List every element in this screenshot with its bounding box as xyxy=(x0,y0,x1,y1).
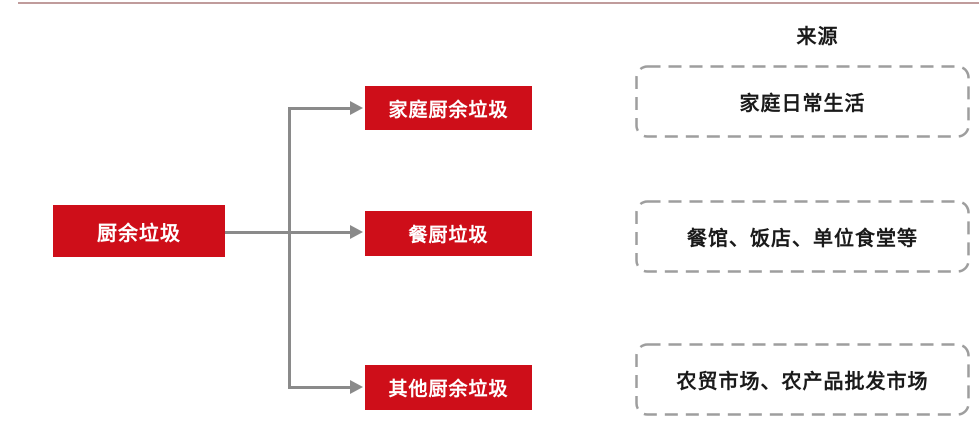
source-box-label: 餐馆、饭店、单位食堂等 xyxy=(687,228,918,250)
branch-node-other-kitchen-waste: 其他厨余垃圾 xyxy=(365,365,532,410)
dashed-border xyxy=(635,343,970,416)
branch-node-label: 餐厨垃圾 xyxy=(408,225,489,246)
branch-node-restaurant-kitchen-waste: 餐厨垃圾 xyxy=(365,211,532,256)
top-accent-line xyxy=(18,2,979,4)
arrowhead-right-icon xyxy=(350,380,363,394)
source-box-markets: 农贸市场、农产品批发市场 xyxy=(635,343,970,416)
connector-to-branch3 xyxy=(288,386,350,389)
source-box-restaurants: 餐馆、饭店、单位食堂等 xyxy=(635,200,970,273)
root-node-kitchen-waste: 厨余垃圾 xyxy=(53,205,225,257)
arrowhead-right-icon xyxy=(350,101,363,115)
source-box-label: 家庭日常生活 xyxy=(739,93,866,115)
branch-node-household-kitchen-waste: 家庭厨余垃圾 xyxy=(365,86,532,130)
source-box-household: 家庭日常生活 xyxy=(635,65,970,138)
connector-to-branch1 xyxy=(288,107,350,110)
source-box-label: 农贸市场、农产品批发市场 xyxy=(676,371,929,393)
branch-node-label: 其他厨余垃圾 xyxy=(388,379,509,400)
dashed-border xyxy=(635,65,970,138)
connector-vertical-trunk xyxy=(288,107,291,389)
root-node-label: 厨余垃圾 xyxy=(97,222,181,245)
connector-root-to-branch2 xyxy=(225,231,350,234)
dashed-border xyxy=(635,200,970,273)
arrowhead-right-icon xyxy=(350,225,363,239)
source-column-header: 来源 xyxy=(796,26,839,48)
branch-node-label: 家庭厨余垃圾 xyxy=(388,99,509,121)
